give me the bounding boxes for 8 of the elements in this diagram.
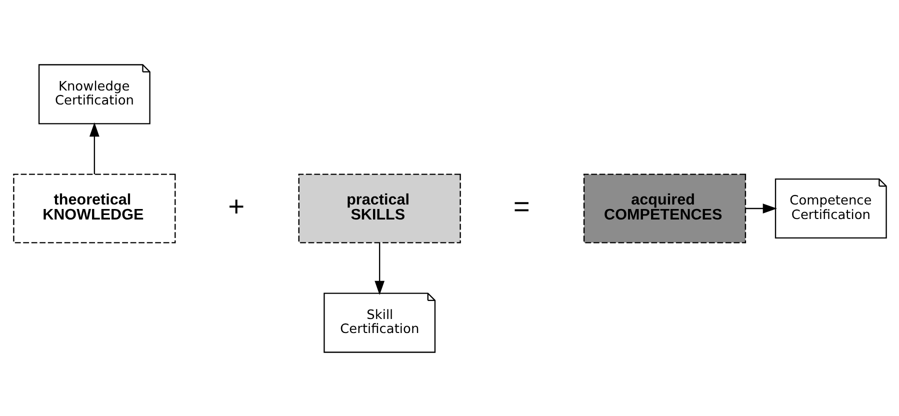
- arrow: [88, 122, 99, 174]
- arrow: [745, 203, 777, 213]
- node-box: practical SKILLS: [298, 173, 460, 243]
- node-box: acquired COMPETENCES: [582, 173, 746, 243]
- label: =: [512, 189, 530, 222]
- node-box: theoretical KNOWLEDGE: [12, 173, 176, 243]
- arrow: [374, 242, 384, 294]
- label: +: [228, 189, 244, 222]
